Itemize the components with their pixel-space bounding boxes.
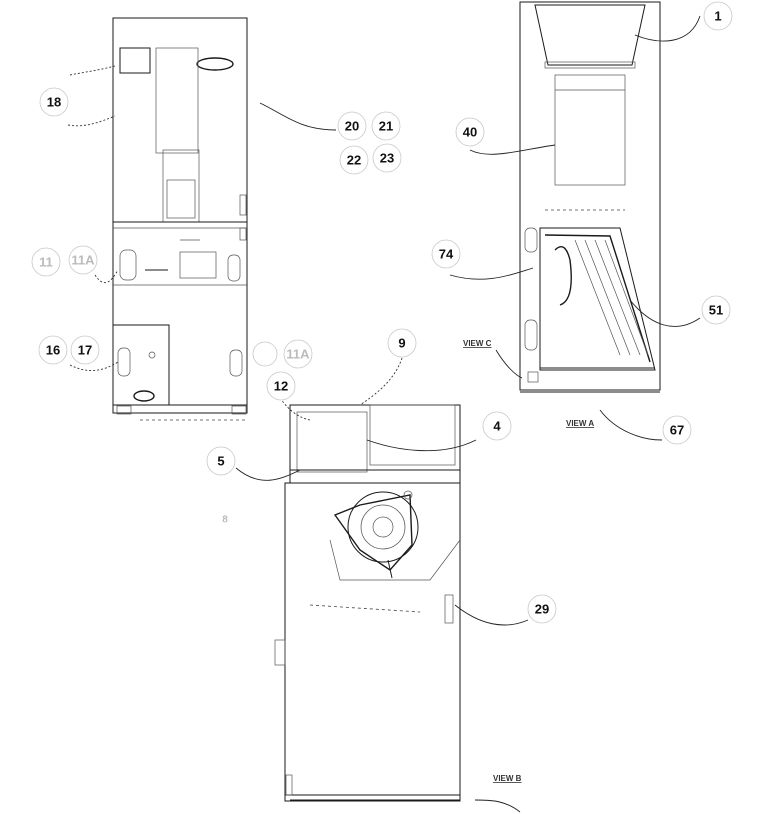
callout-17: 17 xyxy=(70,335,100,365)
svg-text:8: 8 xyxy=(222,515,228,526)
callout-16: 16 xyxy=(38,335,68,365)
svg-text:21: 21 xyxy=(379,119,393,134)
callout-40: 40 xyxy=(455,117,485,147)
callout-1: 1 xyxy=(703,1,733,31)
callout-22: 22 xyxy=(339,145,369,175)
callout-18: 18 xyxy=(39,87,69,117)
callout-20: 20 xyxy=(337,111,367,141)
callout-5: 5 xyxy=(206,446,236,476)
svg-text:5: 5 xyxy=(217,454,224,469)
svg-text:11A: 11A xyxy=(286,347,310,362)
blower-assembly xyxy=(274,404,461,802)
view-b-label: VIEW B xyxy=(493,774,522,783)
callout-74: 74 xyxy=(431,239,461,269)
svg-text:18: 18 xyxy=(47,95,61,110)
svg-text:40: 40 xyxy=(463,125,477,140)
svg-text:22: 22 xyxy=(347,153,361,168)
svg-text:11A: 11A xyxy=(71,253,95,268)
callout-67: 67 xyxy=(662,415,692,445)
svg-text:67: 67 xyxy=(670,423,684,438)
callout-11-right xyxy=(252,341,278,367)
callout-9: 9 xyxy=(387,328,417,358)
callout-21: 21 xyxy=(371,111,401,141)
svg-text:1: 1 xyxy=(714,9,721,24)
callout-11: 11 xyxy=(31,247,61,277)
svg-text:23: 23 xyxy=(380,151,394,166)
view-a-label: VIEW A xyxy=(566,419,594,428)
svg-text:74: 74 xyxy=(439,247,454,262)
view-c-label: VIEW C xyxy=(463,339,492,348)
svg-text:12: 12 xyxy=(274,379,288,394)
svg-text:51: 51 xyxy=(709,303,723,318)
callout-23: 23 xyxy=(372,143,402,173)
svg-text:9: 9 xyxy=(398,336,405,351)
callout-4: 4 xyxy=(482,411,512,441)
svg-text:20: 20 xyxy=(345,119,359,134)
callout-small-8: 8 xyxy=(222,515,228,526)
callout-11a-right: 11A xyxy=(283,339,313,369)
right-coil-assembly xyxy=(519,1,661,393)
left-cabinet-assembly xyxy=(112,17,248,421)
svg-text:11: 11 xyxy=(39,255,53,270)
callout-29: 29 xyxy=(527,594,557,624)
callout-51: 51 xyxy=(701,295,731,325)
svg-text:4: 4 xyxy=(493,419,501,434)
callout-11a-top: 11A xyxy=(68,245,98,275)
callout-12: 12 xyxy=(266,371,296,401)
svg-text:16: 16 xyxy=(46,343,60,358)
svg-text:17: 17 xyxy=(78,343,92,358)
leader-lines xyxy=(67,15,701,813)
svg-text:29: 29 xyxy=(535,602,549,617)
